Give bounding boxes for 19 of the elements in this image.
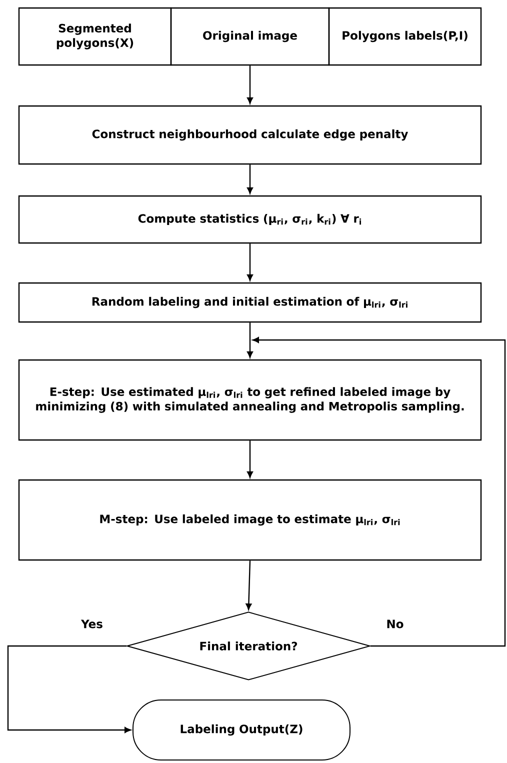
output-terminal: Labeling Output(Z): [132, 700, 350, 760]
arrow: [247, 322, 253, 358]
process-box: Random labeling and initial estimation of μ$_{lri}$, σ$_{lri}$: [18, 282, 482, 323]
arrow: [7, 645, 131, 733]
process-box: Construct neighbourhood calculate edge penalty: [18, 105, 482, 165]
arrow: [247, 66, 253, 104]
edge-label: Yes: [80, 618, 104, 630]
arrow: [247, 164, 253, 194]
arrow: [246, 560, 252, 610]
input-box: Polygons labels(P,I): [328, 7, 482, 66]
edge-label: No: [385, 618, 405, 630]
process-box: E-step: Use estimated μ$_{lri}$, σ$_{lri}$ to get refined labeled image by minimizing (8) with simulated annealing and Metropolis sampling.: [18, 359, 482, 441]
arrow: [247, 440, 253, 478]
input-box: Segmented polygons(X): [18, 7, 172, 66]
arrow: [247, 244, 253, 281]
input-box: Original image: [170, 7, 330, 66]
arrow: [252, 337, 506, 647]
process-box: Compute statistics (μ$_{ri}$, σ$_{ri}$, k$_{ri}$) ∀ r$_{i}$: [18, 195, 482, 244]
process-box: M-step: Use labeled image to estimate μ$_{lri}$, σ$_{lri}$: [18, 479, 482, 561]
